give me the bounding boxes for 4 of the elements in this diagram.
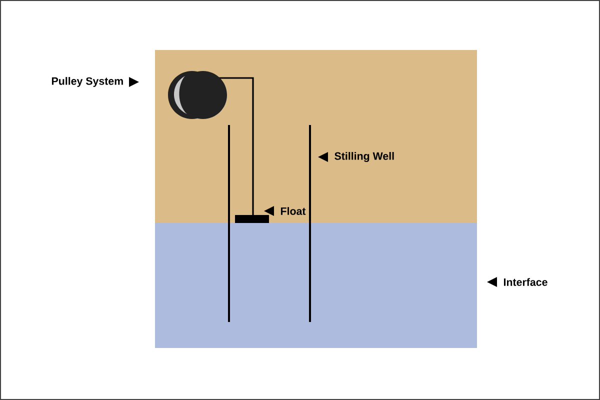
part-label: Pulley System bbox=[52, 77, 123, 87]
part-label: Interface bbox=[504, 278, 548, 286]
part-label: Float bbox=[280, 207, 306, 215]
part-label: Stilling Well bbox=[334, 152, 394, 162]
